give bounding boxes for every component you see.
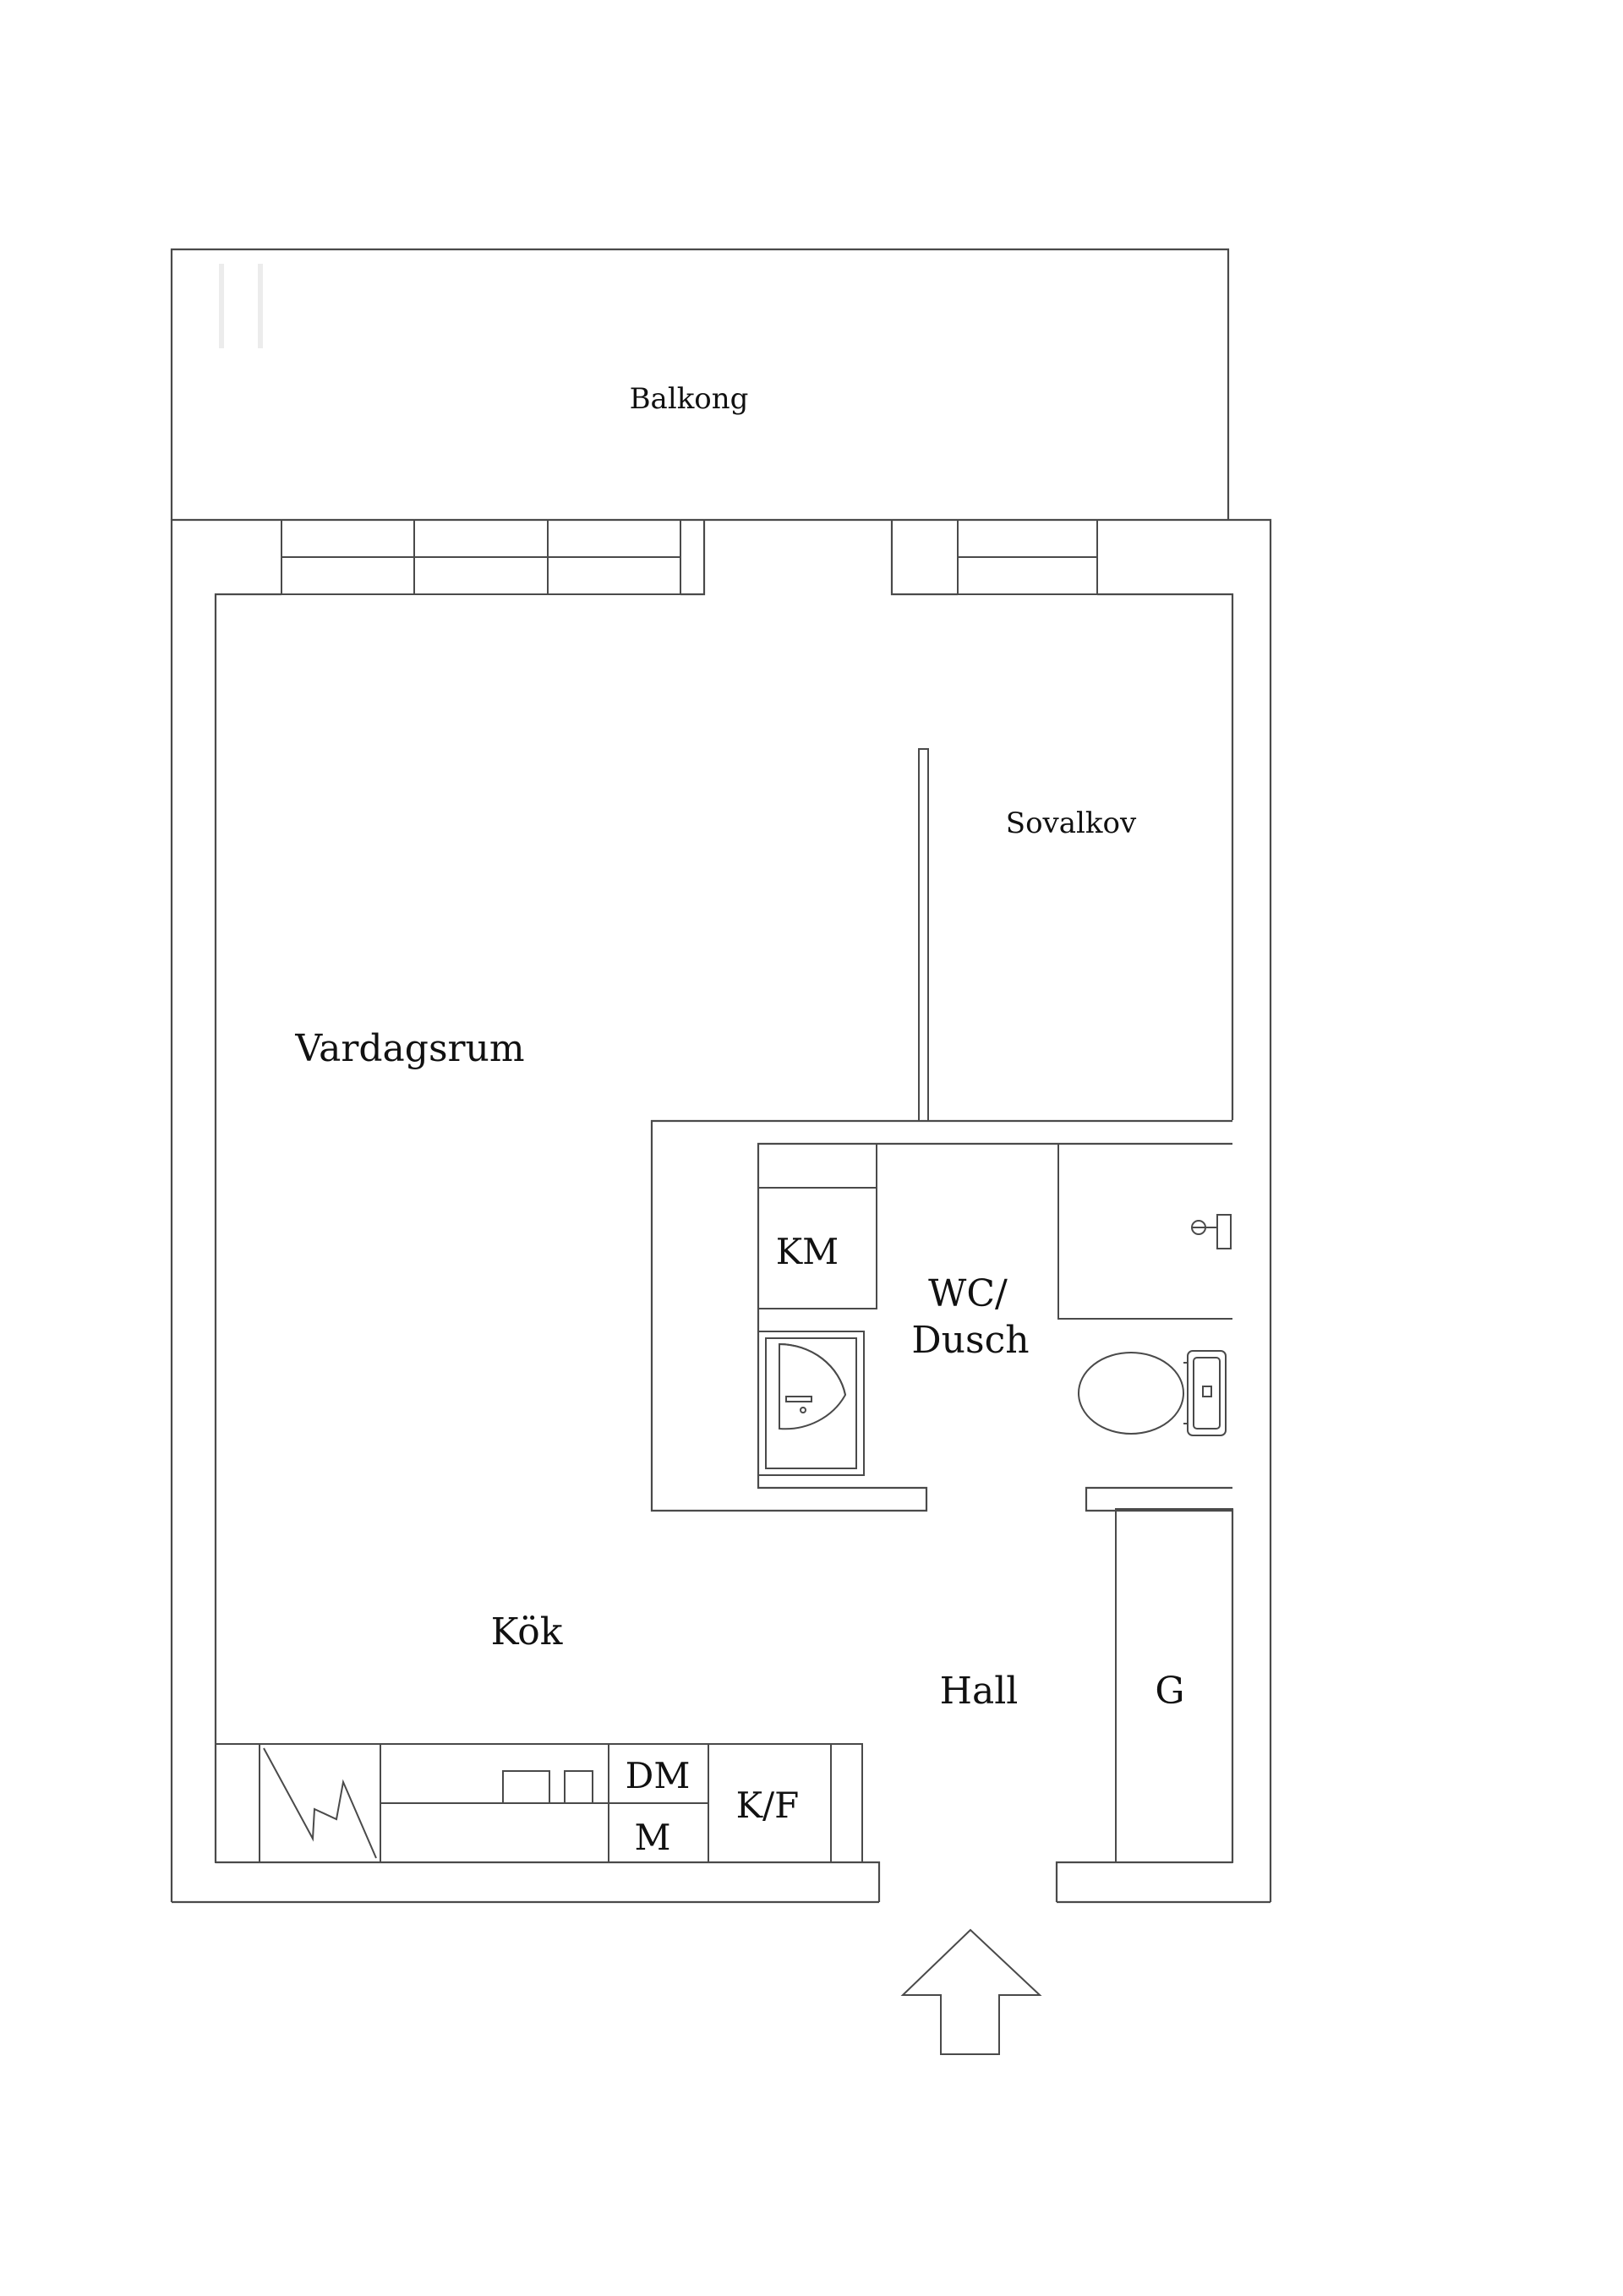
fridge-freezer-label: K/F xyxy=(736,1785,800,1826)
sleeping-alcove-label: Sovalkov xyxy=(1006,806,1137,840)
electrical-panel-icon xyxy=(259,1743,381,1863)
entrance-arrow-icon xyxy=(900,1928,1042,2055)
hall-label: Hall xyxy=(940,1670,1019,1713)
balcony xyxy=(170,248,1230,520)
wardrobe xyxy=(1115,1508,1233,1863)
bathroom-label-line2: Dusch xyxy=(911,1319,1029,1362)
outer-walls xyxy=(170,518,1272,1904)
microwave-label: M xyxy=(634,1817,670,1858)
wardrobe-label: G xyxy=(1155,1670,1184,1713)
shower-icon xyxy=(1057,1144,1232,1320)
living-room-label: Vardagsrum xyxy=(294,1027,524,1070)
bathroom-walls xyxy=(650,1119,1232,1512)
window-right xyxy=(957,519,1098,595)
toilet-icon xyxy=(1078,1350,1227,1436)
washing-machine-label: KM xyxy=(776,1231,839,1272)
balcony-label: Balkong xyxy=(630,382,749,416)
kitchen-label: Kök xyxy=(491,1610,563,1654)
alcove-partition xyxy=(918,748,929,1122)
dishwasher-label: DM xyxy=(626,1755,691,1796)
bathroom-label-line1: WC/ xyxy=(928,1272,1008,1315)
washing-machine-cabinet xyxy=(757,1143,877,1309)
window-left xyxy=(281,519,681,595)
washbasin-icon xyxy=(757,1331,865,1476)
